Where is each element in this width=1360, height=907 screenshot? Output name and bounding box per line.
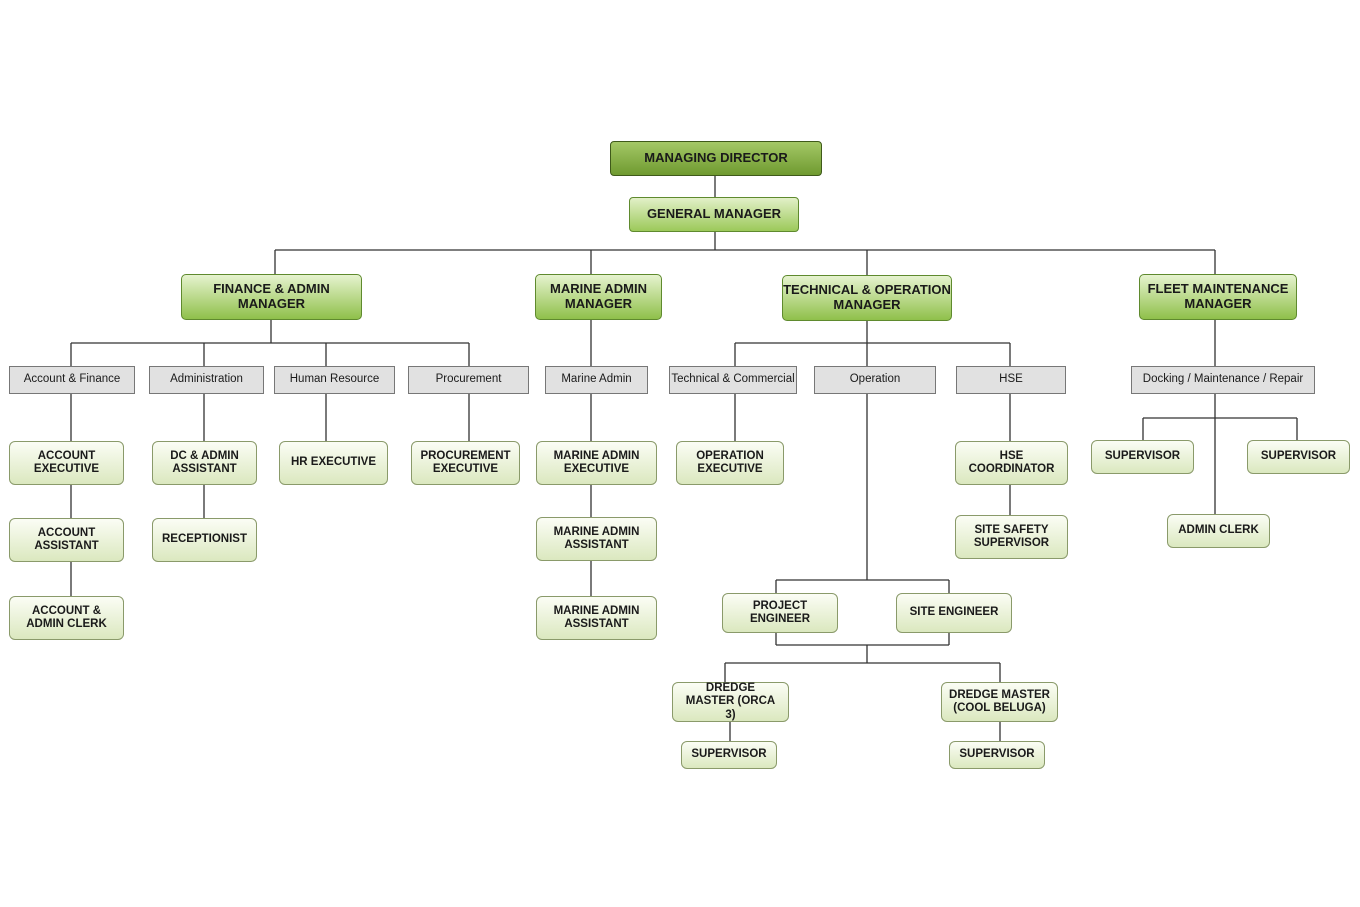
- node-technical-operation-manager: TECHNICAL & OPERATION MANAGER: [782, 275, 952, 321]
- node-dc-admin-assistant: DC & ADMIN ASSISTANT: [152, 441, 257, 485]
- dept-hse: HSE: [956, 366, 1066, 394]
- node-marine-admin-executive: MARINE ADMIN EXECUTIVE: [536, 441, 657, 485]
- dept-docking-maintenance-repair: Docking / Maintenance / Repair: [1131, 366, 1315, 394]
- node-site-safety-supervisor: SITE SAFETY SUPERVISOR: [955, 515, 1068, 559]
- dept-administration: Administration: [149, 366, 264, 394]
- dept-procurement: Procurement: [408, 366, 529, 394]
- node-marine-admin-manager: MARINE ADMIN MANAGER: [535, 274, 662, 320]
- node-orca-supervisor: SUPERVISOR: [681, 741, 777, 769]
- dept-marine-admin: Marine Admin: [545, 366, 648, 394]
- node-fleet-maintenance-manager: FLEET MAINTENANCE MANAGER: [1139, 274, 1297, 320]
- dept-account-finance: Account & Finance: [9, 366, 135, 394]
- node-procurement-executive: PROCUREMENT EXECUTIVE: [411, 441, 520, 485]
- dept-technical-commercial: Technical & Commercial: [669, 366, 797, 394]
- node-managing-director: MANAGING DIRECTOR: [610, 141, 822, 176]
- node-hse-coordinator: HSE COORDINATOR: [955, 441, 1068, 485]
- node-fleet-supervisor-2: SUPERVISOR: [1247, 440, 1350, 474]
- node-marine-admin-assistant: MARINE ADMIN ASSISTANT: [536, 517, 657, 561]
- node-dredge-master-cool-beluga: DREDGE MASTER (COOL BELUGA): [941, 682, 1058, 722]
- node-fleet-supervisor-1: SUPERVISOR: [1091, 440, 1194, 474]
- node-receptionist: RECEPTIONIST: [152, 518, 257, 562]
- dept-human-resource: Human Resource: [274, 366, 395, 394]
- node-account-admin-clerk: ACCOUNT & ADMIN CLERK: [9, 596, 124, 640]
- node-general-manager: GENERAL MANAGER: [629, 197, 799, 232]
- node-dredge-master-orca: DREDGE MASTER (ORCA 3): [672, 682, 789, 722]
- node-finance-admin-manager: FINANCE & ADMIN MANAGER: [181, 274, 362, 320]
- node-account-executive: ACCOUNT EXECUTIVE: [9, 441, 124, 485]
- node-operation-executive: OPERATION EXECUTIVE: [676, 441, 784, 485]
- node-project-engineer: PROJECT ENGINEER: [722, 593, 838, 633]
- node-account-assistant: ACCOUNT ASSISTANT: [9, 518, 124, 562]
- node-hr-executive: HR EXECUTIVE: [279, 441, 388, 485]
- node-site-engineer: SITE ENGINEER: [896, 593, 1012, 633]
- node-marine-admin-assistant-2: MARINE ADMIN ASSISTANT: [536, 596, 657, 640]
- node-beluga-supervisor: SUPERVISOR: [949, 741, 1045, 769]
- dept-operation: Operation: [814, 366, 936, 394]
- node-admin-clerk: ADMIN CLERK: [1167, 514, 1270, 548]
